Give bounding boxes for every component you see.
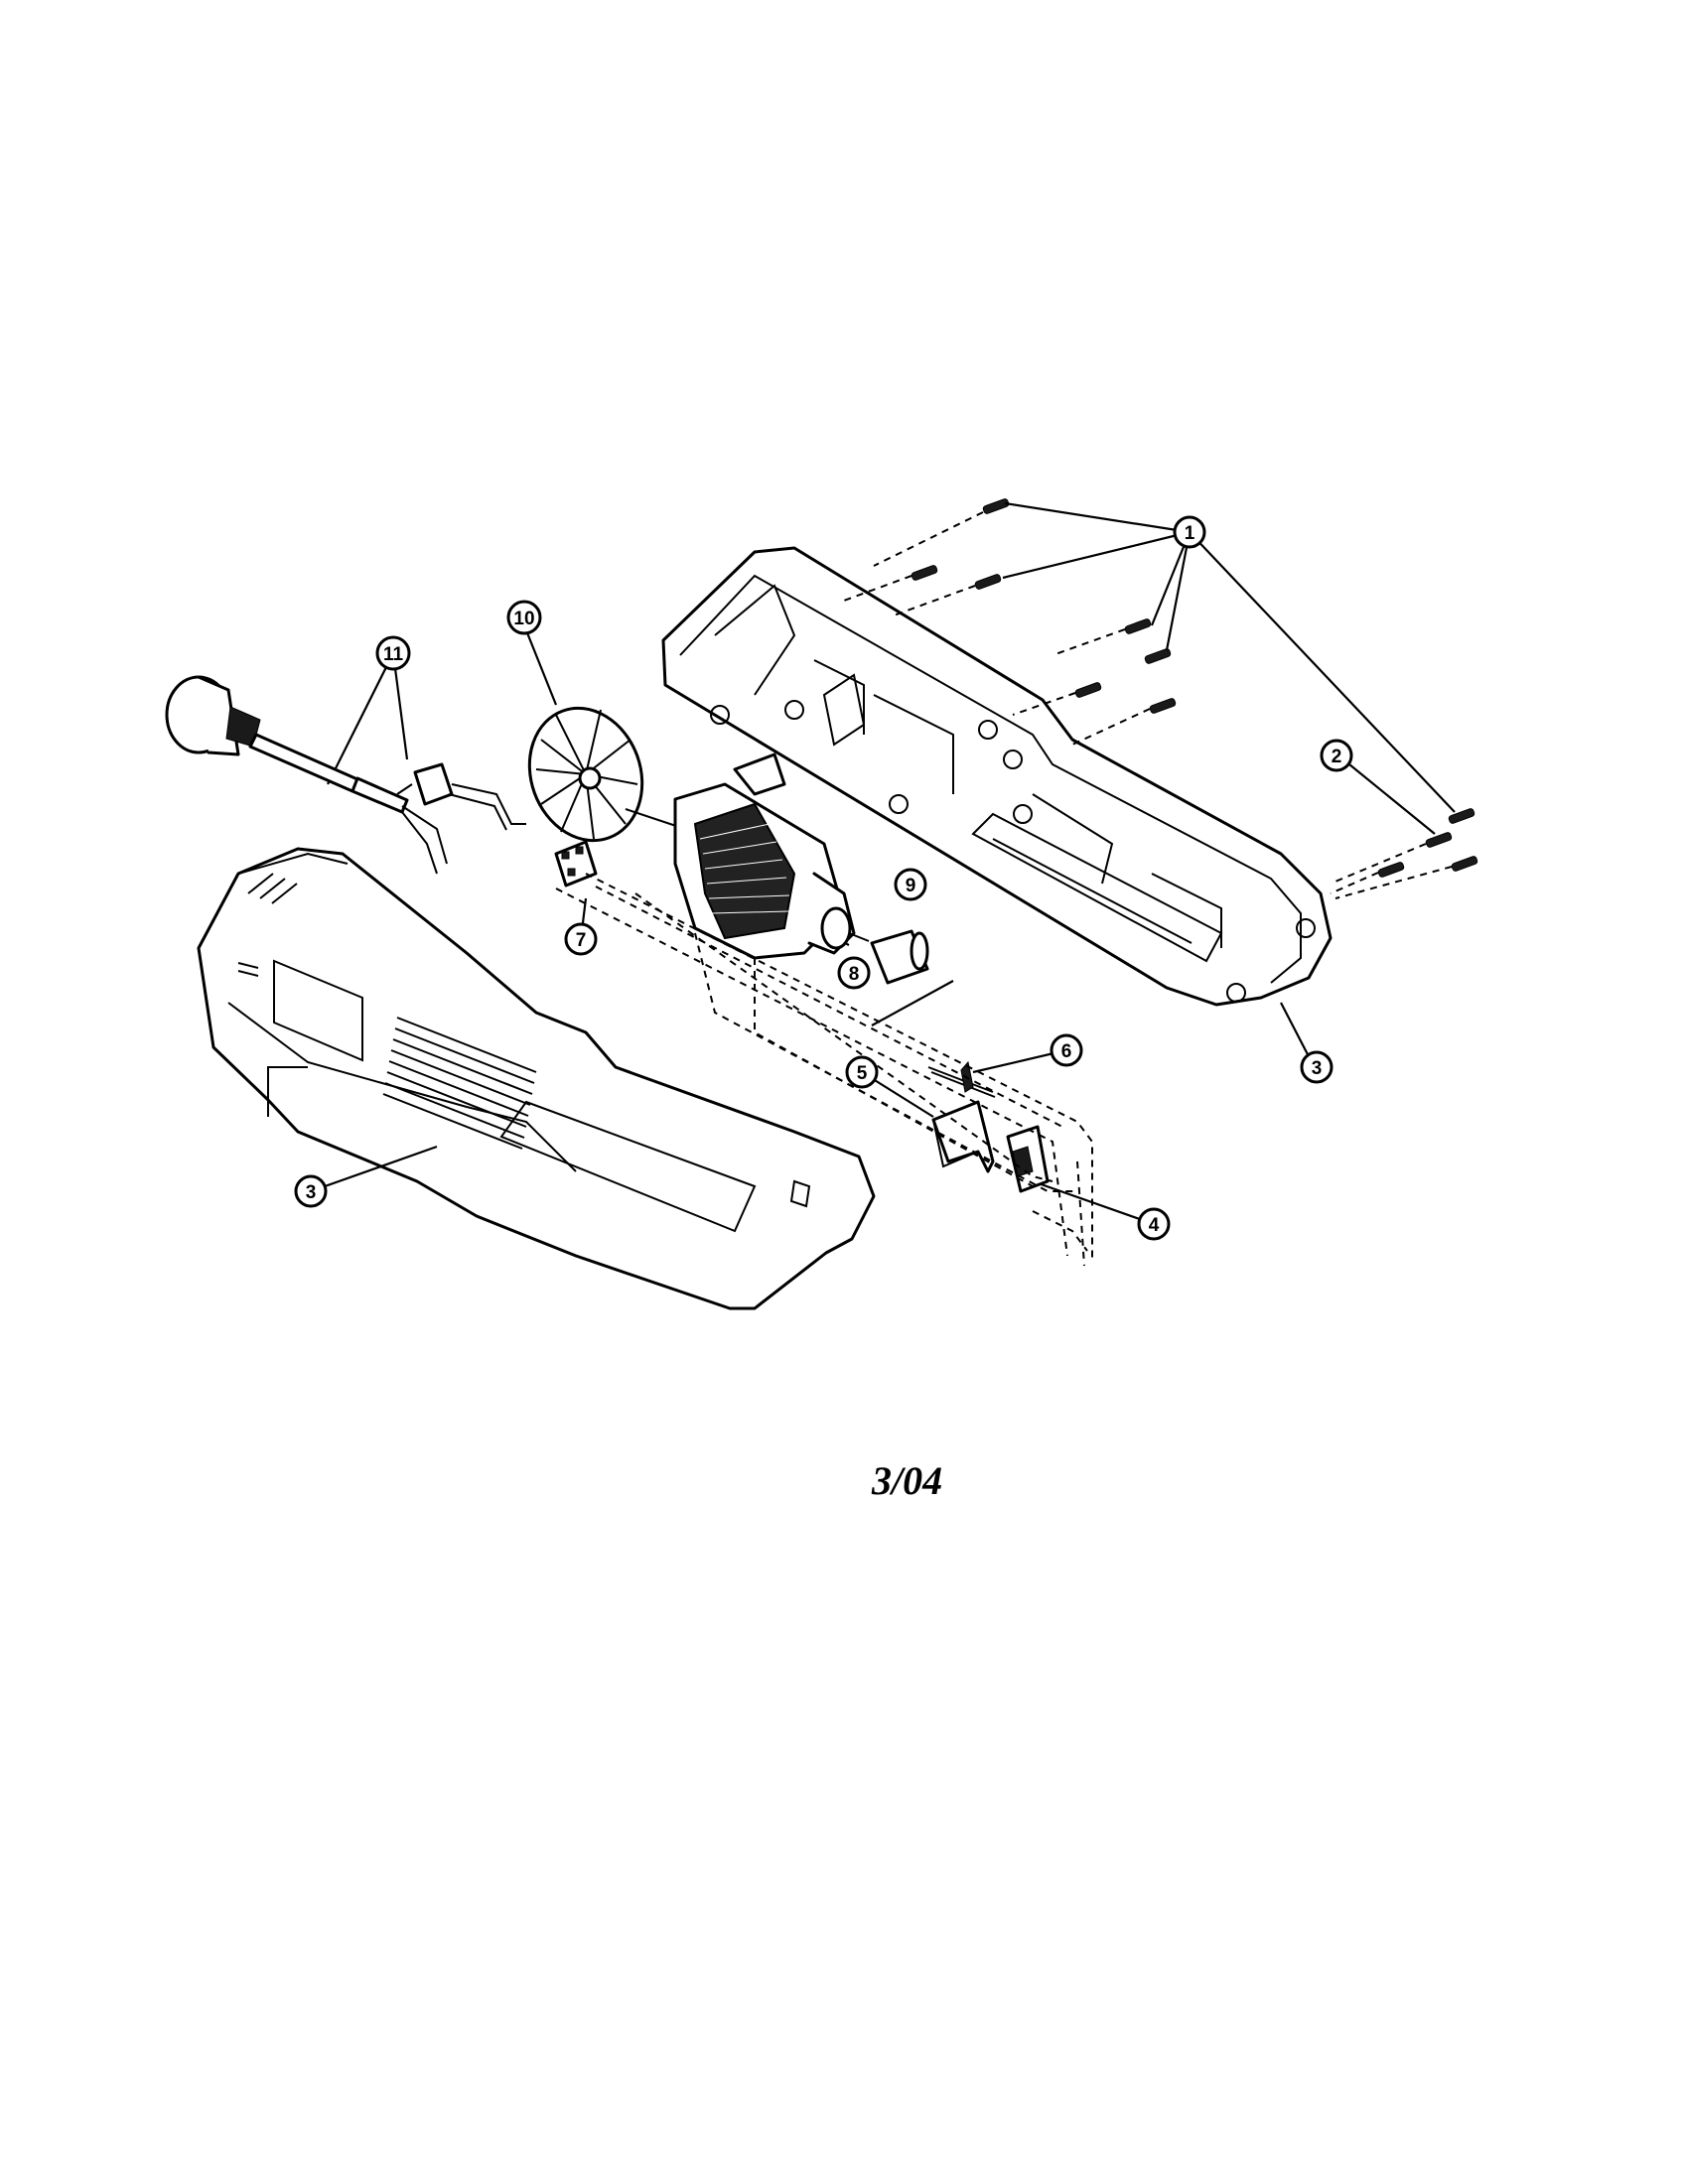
terminal-plug: [396, 762, 526, 831]
screws: [843, 498, 1478, 899]
svg-text:1: 1: [1185, 523, 1195, 544]
callout-8: 8: [837, 956, 871, 990]
svg-text:9: 9: [906, 876, 916, 896]
fan: [527, 706, 644, 843]
callout-10: 10: [506, 600, 542, 635]
callout-6: 6: [1050, 1033, 1083, 1067]
svg-text:3: 3: [306, 1182, 317, 1203]
callout-9: 9: [894, 868, 927, 901]
wire-routing: [555, 873, 1093, 1267]
housing-half-left: [197, 847, 876, 1310]
power-cord: [165, 675, 448, 875]
callout-3-lower: 3: [294, 1174, 328, 1208]
svg-text:3: 3: [1312, 1058, 1323, 1079]
callout-3-upper: 3: [1300, 1050, 1333, 1084]
housing-half-right: [661, 546, 1333, 1007]
callout-11: 11: [375, 635, 411, 671]
callout-2: 2: [1320, 739, 1353, 772]
revision-date: 3/04: [872, 1458, 943, 1503]
motor: [625, 752, 870, 960]
svg-text:4: 4: [1149, 1215, 1160, 1236]
svg-text:11: 11: [383, 644, 404, 665]
brush-holder: [554, 840, 598, 887]
callout-5: 5: [845, 1055, 879, 1089]
bearing-sleeve: [870, 929, 929, 985]
svg-text:6: 6: [1061, 1041, 1072, 1062]
svg-text:2: 2: [1332, 747, 1342, 767]
svg-text:5: 5: [857, 1063, 868, 1084]
callout-4: 4: [1137, 1207, 1171, 1241]
callout-1: 1: [1173, 515, 1206, 549]
svg-text:7: 7: [576, 930, 587, 951]
svg-text:8: 8: [849, 964, 860, 985]
svg-text:10: 10: [513, 609, 534, 629]
switch-parts: [927, 1060, 1050, 1193]
callout-7: 7: [564, 922, 598, 956]
